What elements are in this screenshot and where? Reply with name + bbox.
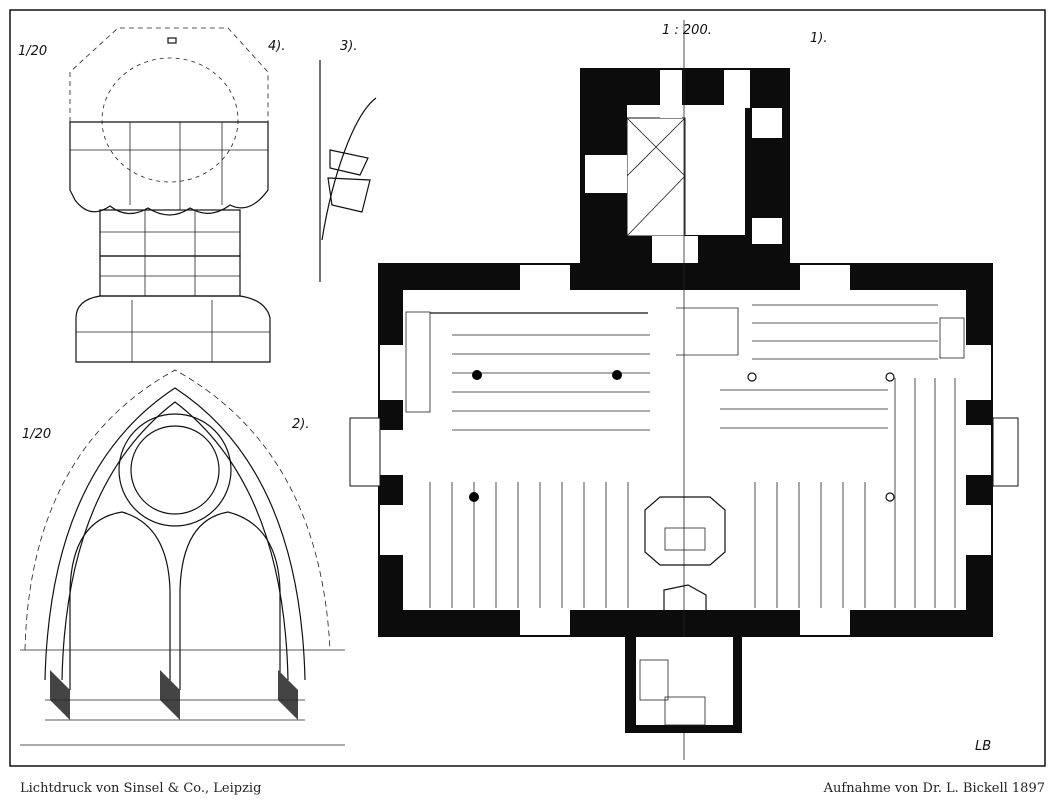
sheet-frame <box>9 9 1046 767</box>
font-plan <box>644 496 726 566</box>
baptismal-font-drawing <box>69 27 271 363</box>
figure-label-profile: 3). <box>340 39 357 54</box>
monogram: LB <box>975 739 991 754</box>
gothic-window-drawing <box>20 369 345 746</box>
scale-label-font: 1/20 <box>18 44 47 59</box>
figure-label-window: 2). <box>292 417 309 432</box>
moulding-profile-drawing <box>319 60 377 282</box>
figure-label-font: 4). <box>268 39 285 54</box>
nave-interior <box>403 290 966 610</box>
survey-credit: Aufnahme von Dr. L. Bickell 1897 <box>823 781 1045 796</box>
figure-label-plan: 1). <box>810 31 827 46</box>
church-floor-plan: LB <box>349 20 1019 760</box>
scale-label-window: 1/20 <box>22 427 51 442</box>
plan-scale-label: 1 : 200. <box>662 23 712 38</box>
printer-credit: Lichtdruck von Sinsel & Co., Leipzig <box>20 781 262 796</box>
